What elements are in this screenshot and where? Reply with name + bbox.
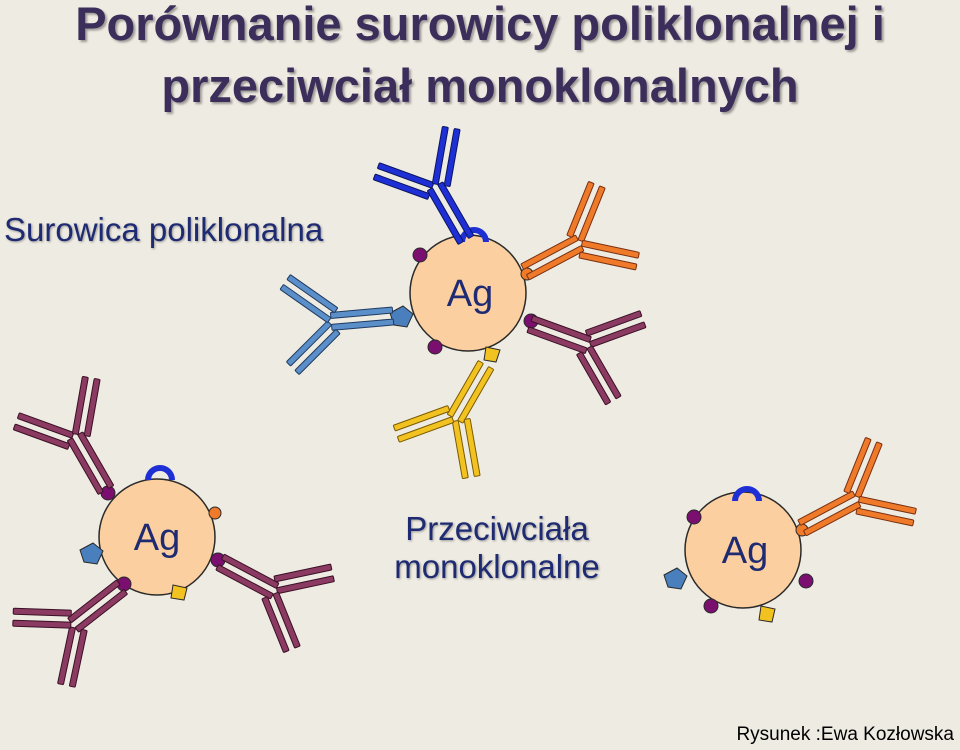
antibody-maroon: [196, 518, 340, 658]
antigen-cell-right: Ag: [685, 492, 801, 608]
epitope-purple: [413, 248, 427, 262]
epitope-orange: [209, 507, 221, 519]
antigen-label: Ag: [722, 530, 768, 572]
epitope-blue-pentagon: [664, 568, 687, 589]
antigen-cell-left: Ag: [99, 479, 215, 595]
antibody-maroon: [513, 277, 651, 409]
antibody-steel-blue: [279, 266, 398, 376]
epitope-yellow: [171, 585, 187, 600]
antigen-cell-polyclonal: Ag: [410, 235, 526, 351]
epitope-blue-arc: [148, 468, 172, 480]
epitope-yellow: [484, 347, 500, 362]
epitope-yellow: [759, 606, 775, 622]
epitope-purple: [687, 510, 701, 524]
antigen-label: Ag: [134, 517, 180, 559]
epitope-purple: [428, 340, 442, 354]
epitope-purple: [704, 599, 718, 613]
antigen-label: Ag: [447, 273, 493, 315]
antibody-yellow: [387, 340, 529, 486]
epitope-purple: [799, 574, 813, 588]
